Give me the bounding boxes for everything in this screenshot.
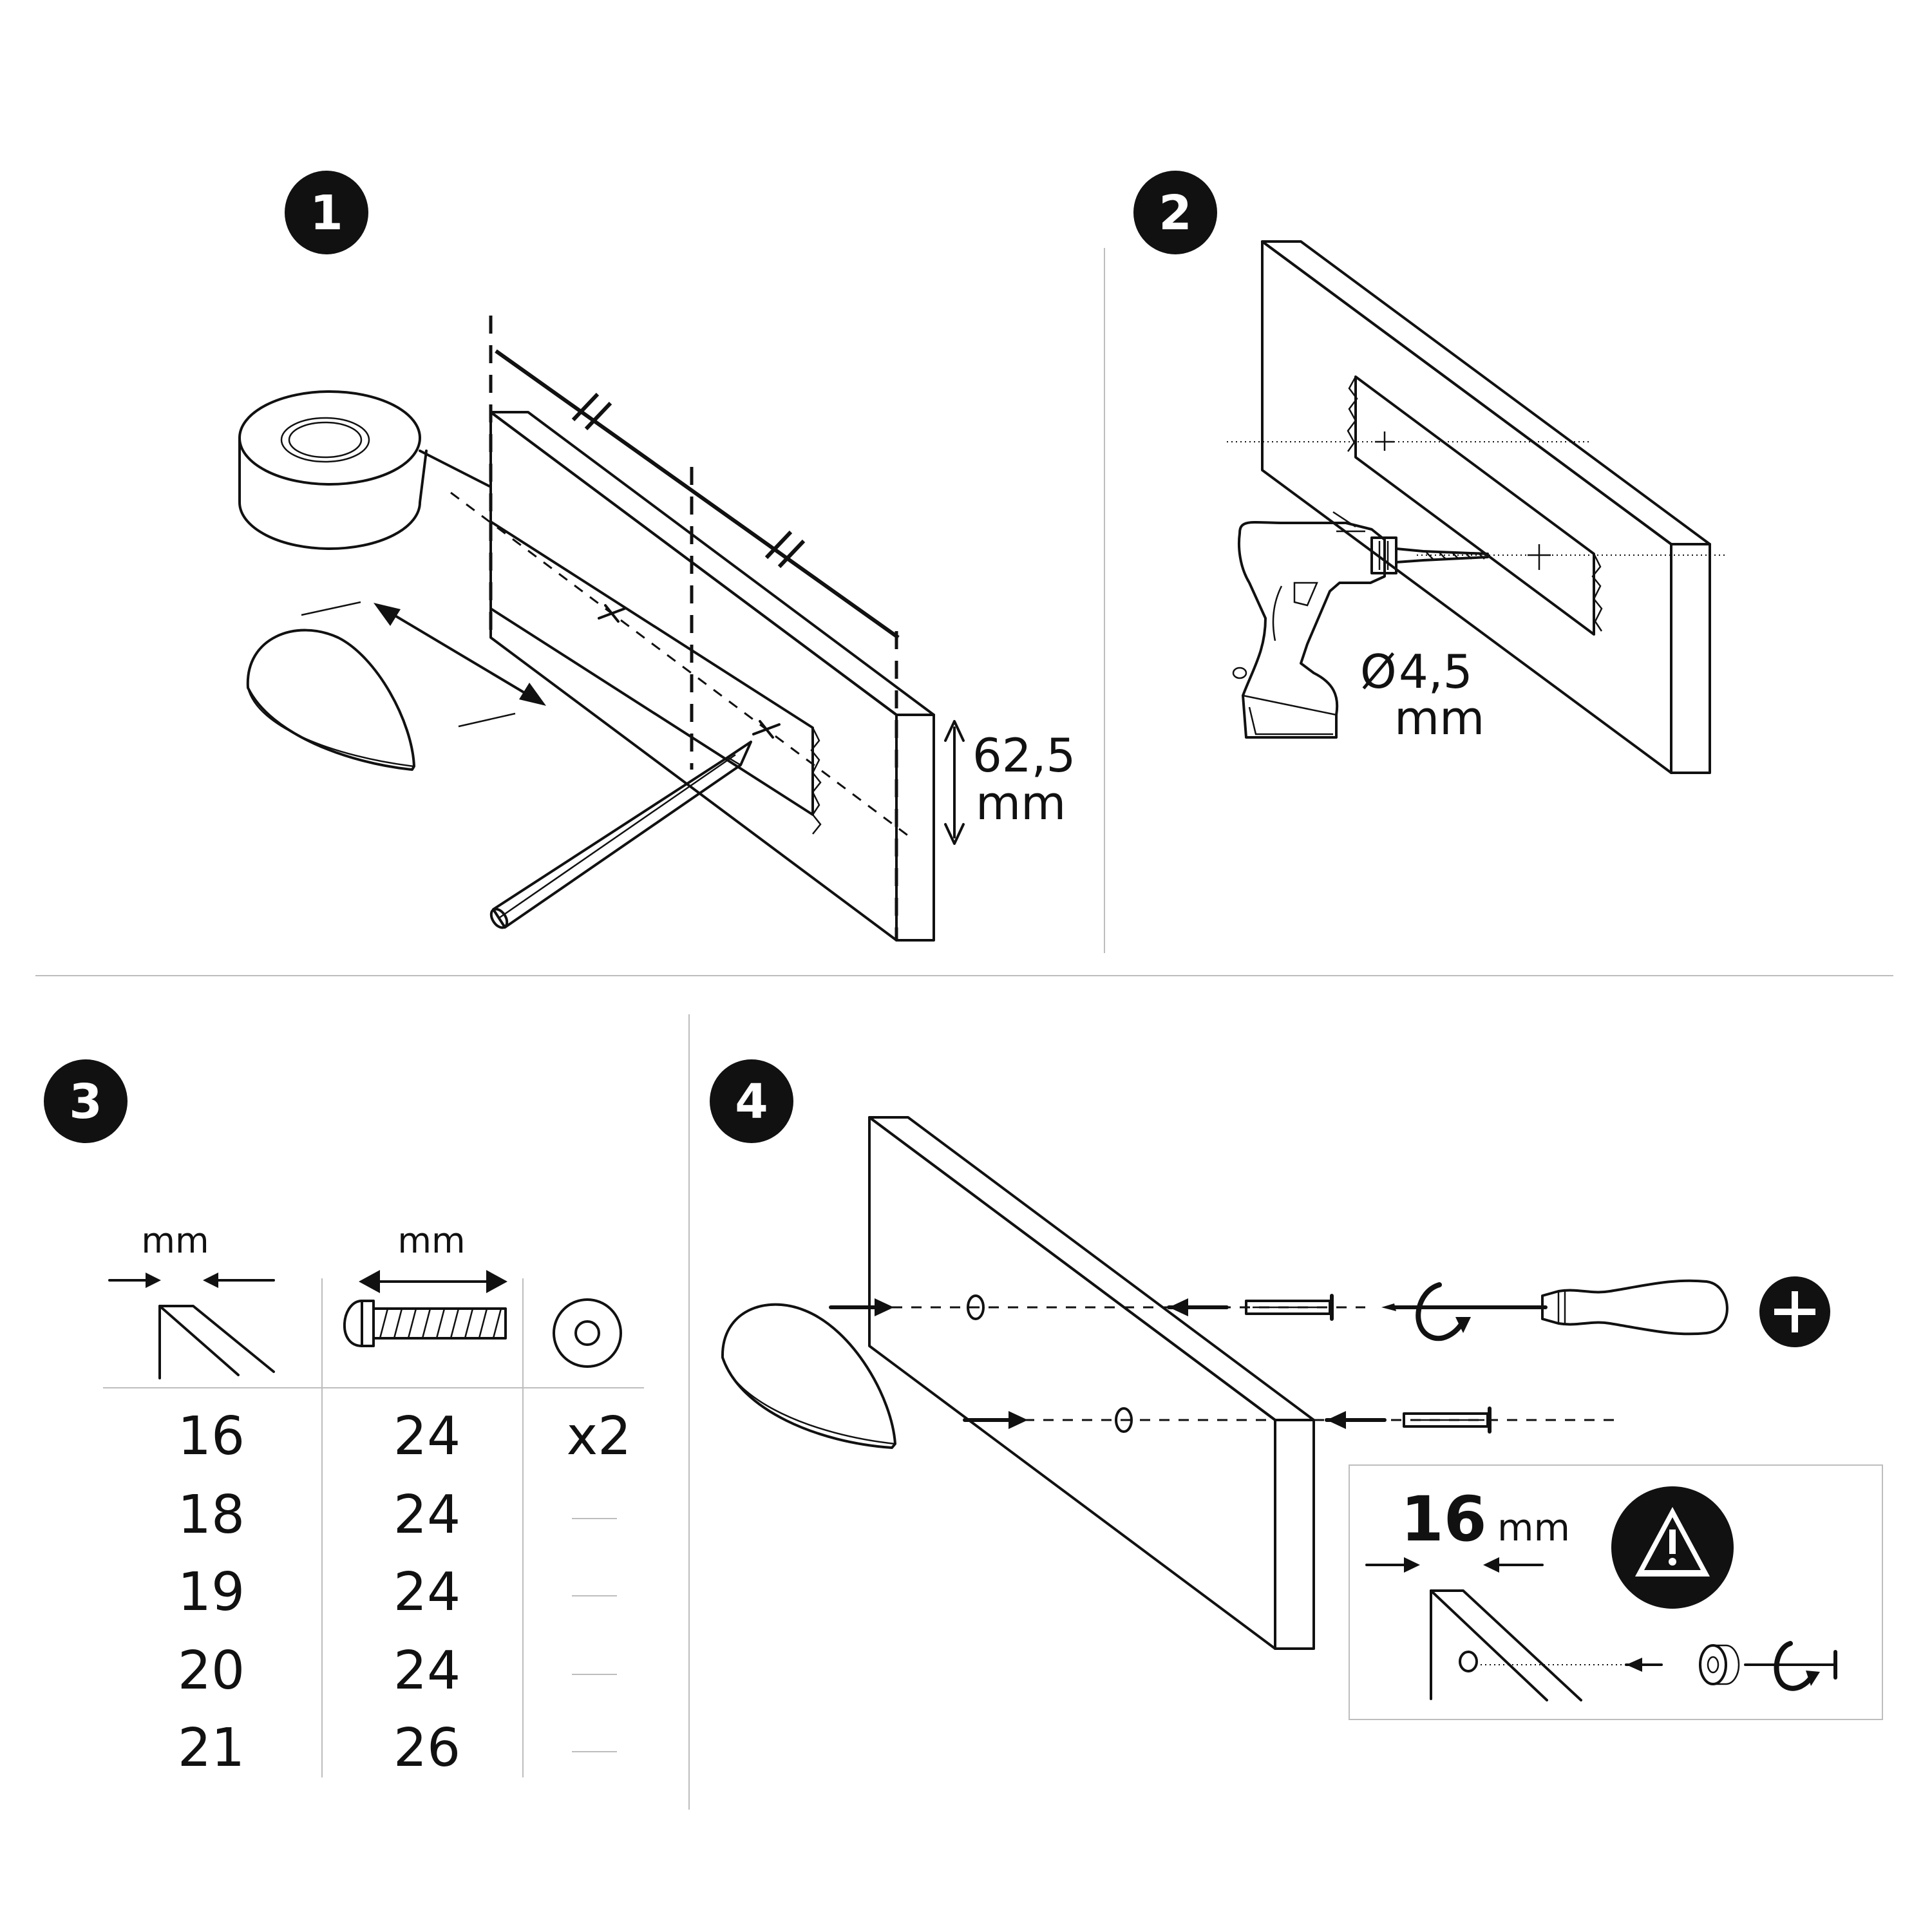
screw-icon <box>1744 1641 1837 1691</box>
phillips-screwdriver-icon <box>1759 1276 1830 1347</box>
step-1-badge: 1 <box>285 171 368 254</box>
panel-dividers <box>35 248 1893 1810</box>
thickness-cell: 16 <box>178 1406 245 1467</box>
washer-icon <box>553 1298 622 1368</box>
svg-text:3: 3 <box>69 1074 102 1130</box>
center-line <box>450 491 915 842</box>
warning-unit: mm <box>1497 1506 1570 1549</box>
table-row: 16 24 x2 <box>178 1406 632 1467</box>
table-row: 20 24 <box>178 1640 617 1701</box>
svg-text:1: 1 <box>310 185 343 241</box>
dimension-value: 62,5 <box>972 728 1075 782</box>
board <box>489 411 935 942</box>
diameter-symbol: Ø <box>1360 645 1397 699</box>
warning-box: 16 mm <box>1349 1464 1883 1720</box>
screw-cell: 24 <box>393 1640 460 1701</box>
screw-cell: 26 <box>393 1718 460 1779</box>
masking-tape <box>489 520 822 835</box>
board <box>868 1116 1315 1650</box>
thickness-cell: 18 <box>178 1484 245 1546</box>
pencil-icon <box>489 741 752 929</box>
measurement-lines <box>489 316 900 940</box>
washer-cell: x2 <box>567 1406 632 1467</box>
screw-paths <box>834 1294 1623 1433</box>
screw-cell: 24 <box>393 1406 460 1467</box>
thickness-arrows <box>1365 1557 1544 1573</box>
screw-icon <box>1403 1406 1492 1434</box>
dimension-unit: mm <box>976 776 1066 830</box>
direction-arrows <box>829 1298 1387 1429</box>
svg-text:2: 2 <box>1159 185 1192 241</box>
warning-value: 16 <box>1401 1483 1487 1555</box>
step-1: 1 <box>238 171 1075 942</box>
board-section <box>1430 1589 1663 1701</box>
svg-text:4: 4 <box>735 1074 768 1130</box>
screw-cell: 24 <box>393 1484 460 1546</box>
table-row: 21 26 <box>178 1718 617 1779</box>
distance-arrow <box>374 603 546 706</box>
step-3: 3 mm mm <box>44 1059 644 1779</box>
warning-icon <box>1611 1486 1734 1609</box>
washer-icon <box>1699 1644 1740 1685</box>
thickness-unit: mm <box>141 1220 209 1261</box>
diameter-unit: mm <box>1394 691 1484 745</box>
shelf-bracket-icon <box>246 601 516 771</box>
shelf-bracket-icon <box>721 1303 896 1449</box>
step-3-badge: 3 <box>44 1059 128 1143</box>
height-dimension-arrow <box>944 720 965 845</box>
rotate-icon <box>1416 1282 1471 1341</box>
thickness-header: mm <box>108 1220 275 1379</box>
drill-icon <box>1232 511 1489 739</box>
table-grid <box>103 1278 644 1777</box>
board <box>1261 240 1711 774</box>
step-4-badge: 4 <box>710 1059 793 1143</box>
screw-header: mm <box>343 1220 507 1347</box>
thickness-cell: 19 <box>178 1562 245 1623</box>
masking-tape <box>1347 375 1603 636</box>
screw-icon <box>343 1300 507 1347</box>
screw-icon <box>1245 1294 1334 1321</box>
thickness-cell: 20 <box>178 1640 245 1701</box>
screw-cell: 24 <box>393 1562 460 1623</box>
tape-roll-icon <box>238 390 491 550</box>
diameter-value: 4,5 <box>1399 645 1473 699</box>
step-2-badge: 2 <box>1133 171 1217 254</box>
guide-lines <box>1227 431 1726 570</box>
screw-unit: mm <box>397 1220 465 1261</box>
step-2: 2 <box>1133 171 1726 774</box>
step-4: 4 <box>710 1059 1883 1720</box>
table-row: 18 24 <box>178 1484 617 1546</box>
table-row: 19 24 <box>178 1562 617 1623</box>
thickness-cell: 21 <box>178 1718 245 1779</box>
